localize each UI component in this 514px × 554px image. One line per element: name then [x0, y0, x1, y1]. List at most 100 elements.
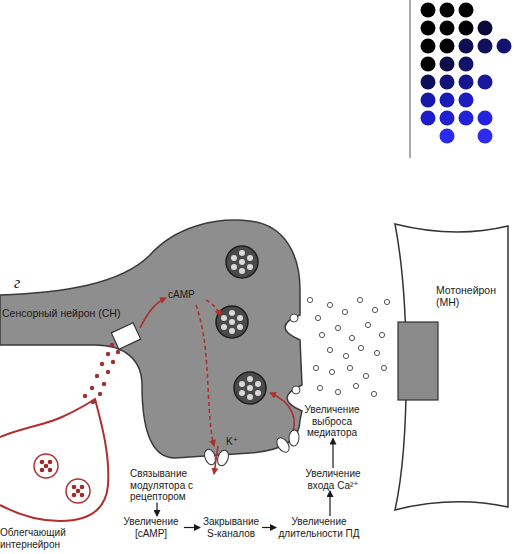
- neuron-outline-canvas: [390, 222, 512, 514]
- modulator-dot: [106, 370, 110, 374]
- transmitter-dot: [357, 297, 362, 302]
- fusing-vesicle: [292, 386, 300, 394]
- modulator-dot: [106, 352, 110, 356]
- transmitter-dot: [315, 315, 320, 320]
- deco-dot: [459, 93, 474, 108]
- motor-neuron: Мотонейрон (МН): [390, 222, 512, 514]
- transmitter-dot: [347, 365, 352, 370]
- deco-dot: [459, 111, 474, 126]
- deco-dot: [421, 21, 436, 36]
- deco-dot: [421, 57, 436, 72]
- process-text-box: Увеличение [cAMP]: [118, 516, 184, 539]
- panel-letter: г: [14, 274, 20, 292]
- deco-dot: [440, 21, 455, 36]
- calcium-channel: [288, 430, 299, 447]
- deco-dot: [440, 129, 455, 144]
- deco-dot: [459, 57, 474, 72]
- deco-dot: [440, 111, 455, 126]
- transmitter-dot: [358, 345, 363, 350]
- interneuron-vesicle: [66, 479, 90, 503]
- deco-dot: [440, 39, 455, 54]
- modulator-dot: [102, 382, 106, 386]
- modulator-dot: [116, 350, 120, 354]
- process-step-text: Закрывание S-каналов: [200, 516, 262, 539]
- potassium-arrow: [214, 446, 218, 474]
- neuron-outline: [395, 224, 508, 510]
- transmitter-dot: [313, 365, 318, 370]
- transmitter-dot: [342, 309, 347, 314]
- transmitter-dot: [384, 299, 389, 304]
- transmitter-dot: [329, 369, 334, 374]
- transmitter-dot: [335, 325, 340, 330]
- flow-arrow: [184, 527, 200, 528]
- transmitter-dot: [327, 347, 332, 352]
- synaptic-vesicle: [226, 246, 258, 278]
- modulator-dot: [90, 386, 94, 390]
- divider-line: [410, 0, 411, 158]
- transmitter-dot: [343, 353, 348, 358]
- s-channel: [203, 448, 218, 466]
- process-step-text: Связывание модулятора с рецептором: [130, 468, 214, 503]
- modulator-dot: [95, 374, 99, 378]
- neuron-outline-canvas: [0, 395, 115, 525]
- process-text-box: Увеличение длительности ПД: [276, 516, 362, 539]
- process-step-text: Увеличение длительности ПД: [276, 516, 362, 539]
- interneuron-vesicle: [34, 454, 58, 478]
- calcium-arrow: [270, 393, 294, 438]
- deco-dot: [421, 39, 436, 54]
- modulator-dot: [110, 343, 114, 347]
- deco-dot: [440, 93, 455, 108]
- transmitter-dot: [307, 297, 312, 302]
- deco-dot: [478, 129, 493, 144]
- deco-dot: [440, 3, 455, 18]
- deco-dot: [421, 75, 436, 90]
- deco-dot: [478, 21, 493, 36]
- modulator-dot: [98, 392, 102, 396]
- deco-dot: [459, 21, 474, 36]
- deco-dot: [440, 57, 455, 72]
- modulator-dot: [100, 362, 104, 366]
- facilitating-interneuron: Облегчающий интернейрон: [0, 395, 115, 525]
- neuron-label: Сенсорный нейрон (СН): [2, 307, 142, 319]
- process-text-box: Связывание модулятора с рецептором: [130, 468, 214, 503]
- postsynaptic-receptor-strip: [398, 322, 438, 400]
- deco-dot: [459, 3, 474, 18]
- deco-dot: [497, 39, 512, 54]
- transmitter-dot: [317, 385, 322, 390]
- transmitter-dot: [335, 389, 340, 394]
- flow-arrow: [262, 527, 276, 528]
- s-channel: [216, 449, 231, 467]
- neuron-label: Мотонейрон (МН): [436, 284, 506, 308]
- synaptic-vesicle: [234, 372, 266, 404]
- process-step-text: Увеличение [cAMP]: [118, 516, 184, 539]
- transmitter-dot: [374, 350, 379, 355]
- deco-dot: [421, 111, 436, 126]
- transmitter-dot: [372, 307, 377, 312]
- fusing-vesicle: [290, 314, 298, 322]
- transmitter-dot: [349, 335, 354, 340]
- transmitter-dot: [363, 373, 368, 378]
- flow-arrow: [332, 439, 333, 469]
- neuron-outline: [0, 399, 108, 521]
- deco-dot: [478, 111, 493, 126]
- modulator-dot: [91, 400, 95, 404]
- deco-dot: [440, 75, 455, 90]
- process-text-box: Закрывание S-каналов: [200, 516, 262, 539]
- calcium-channel: [274, 436, 291, 455]
- deco-dot: [459, 75, 474, 90]
- camp-arrow: [206, 300, 220, 316]
- modulator-receptor: [111, 323, 140, 349]
- process-text-box: Увеличение входа Ca²⁺: [298, 468, 368, 491]
- process-step-text: Увеличение выброса медиатора: [296, 404, 368, 439]
- transmitter-dot: [327, 302, 332, 307]
- process-step-text: Увеличение входа Ca²⁺: [298, 468, 368, 491]
- synaptic-vesicle: [216, 306, 248, 338]
- transmitter-dot: [379, 332, 384, 337]
- deco-dot: [421, 3, 436, 18]
- deco-dot: [478, 75, 493, 90]
- transmitter-dot: [319, 332, 324, 337]
- transmitter-dot: [365, 322, 370, 327]
- transmitter-dot: [381, 365, 386, 370]
- process-text-box: Увеличение выброса медиатора: [296, 404, 368, 439]
- flow-arrow: [329, 491, 330, 516]
